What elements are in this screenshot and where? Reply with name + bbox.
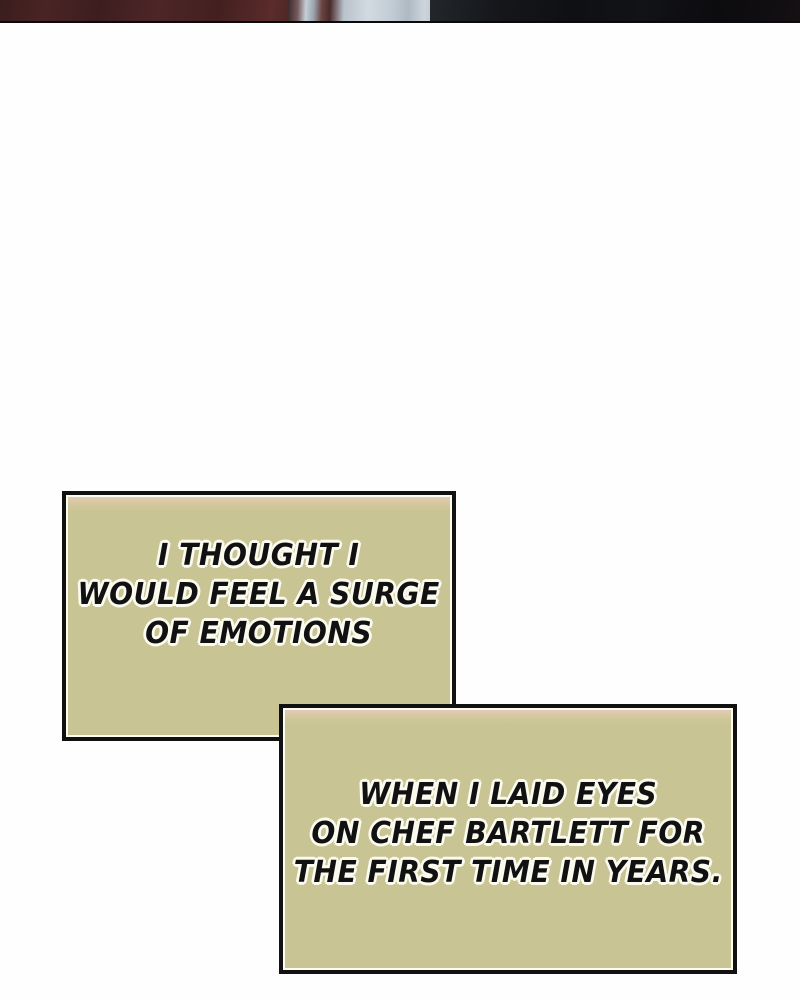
artwork-dark-region xyxy=(430,0,800,23)
narration-box-2-text: WHEN I LAID EYES ON CHEF BARTLETT FOR TH… xyxy=(293,775,722,892)
narration-box-1: I THOUGHT I WOULD FEEL A SURGE OF EMOTIO… xyxy=(62,491,456,741)
narration-line: ON CHEF BARTLETT FOR xyxy=(311,815,705,851)
narration-line: OF EMOTIONS xyxy=(145,615,373,651)
panel-artwork-strip xyxy=(0,0,800,23)
artwork-maroon-region xyxy=(0,0,330,23)
narration-line: WOULD FEEL A SURGE xyxy=(77,576,441,612)
narration-box-2: WHEN I LAID EYES ON CHEF BARTLETT FOR TH… xyxy=(279,704,737,974)
narration-box-1-text: I THOUGHT I WOULD FEEL A SURGE OF EMOTIO… xyxy=(78,536,440,653)
narration-line: WHEN I LAID EYES xyxy=(359,776,658,812)
artwork-bottom-edge xyxy=(0,21,800,23)
narration-line: I THOUGHT I xyxy=(158,537,360,573)
narration-line: THE FIRST TIME IN YEARS. xyxy=(293,854,723,890)
